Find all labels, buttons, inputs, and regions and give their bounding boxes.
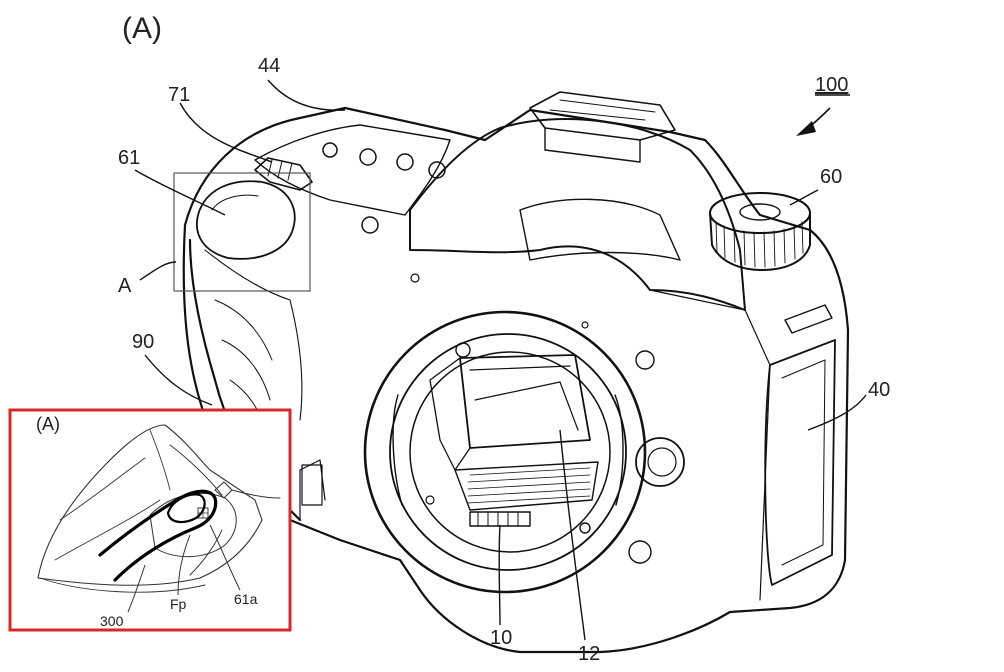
body-screw-1 xyxy=(410,273,420,283)
pentaprism-front-face xyxy=(519,198,681,261)
mount-screw-3 xyxy=(425,495,435,505)
lens-mount-ring xyxy=(389,333,627,571)
leader-61 xyxy=(134,169,226,216)
leader-71 xyxy=(179,102,273,163)
label-40: 40 xyxy=(868,379,890,401)
lens-mount-outer xyxy=(363,310,647,594)
label-90: 90 xyxy=(132,331,154,353)
lens-release-button xyxy=(635,437,685,487)
leader-40 xyxy=(807,394,867,431)
front-lower-button xyxy=(628,540,652,564)
mount-screw-2 xyxy=(579,522,591,534)
inset-title: (A) xyxy=(36,414,60,434)
inset-grip-contour-1 xyxy=(54,499,161,561)
body-screw-2 xyxy=(581,321,589,329)
label-12: 12 xyxy=(578,643,600,665)
hot-shoe-rail xyxy=(549,99,656,121)
inset-grip-outline xyxy=(37,424,263,586)
mode-dial-top xyxy=(709,192,811,234)
label-a: A xyxy=(118,275,132,297)
leader-a xyxy=(139,261,177,281)
front-dial-ridge-2 xyxy=(277,160,283,179)
mode-dial-side xyxy=(709,212,811,271)
inset-label-300: 300 xyxy=(100,613,124,629)
inset-label-61a: 61a xyxy=(234,591,258,607)
mode-dial-knurl xyxy=(715,221,804,268)
leader-90 xyxy=(144,354,213,406)
remote-sensor xyxy=(301,464,323,506)
label-10: 10 xyxy=(490,627,512,649)
grip-inner-contour xyxy=(204,249,303,421)
label-71: 71 xyxy=(168,84,190,106)
reference-number: 100 xyxy=(815,74,848,96)
front-body-panel xyxy=(649,289,771,601)
leader-12 xyxy=(559,429,586,641)
mirror-top-edge xyxy=(469,365,571,371)
inset-lower-contour xyxy=(39,577,206,593)
mirror-box-floor-shade xyxy=(467,467,591,504)
inset-leader-fp xyxy=(177,534,191,596)
label-44: 44 xyxy=(258,55,280,77)
mount-screw-1 xyxy=(455,342,471,358)
grip-texture-1 xyxy=(214,299,273,361)
inset-frame xyxy=(8,408,292,632)
top-deck xyxy=(254,124,451,216)
inset-panel: (A) 300 Fp 61a xyxy=(8,408,292,632)
inset-arrow-leader xyxy=(231,489,281,499)
mount-contacts xyxy=(469,511,531,527)
mirror xyxy=(459,354,591,449)
region-a-box xyxy=(173,172,311,292)
inset-finger xyxy=(98,489,218,582)
inset-leader-61a xyxy=(209,524,241,591)
inset-leader-300 xyxy=(127,564,146,613)
label-61: 61 xyxy=(118,147,140,169)
figure-title: (A) xyxy=(122,12,162,45)
leader-10 xyxy=(498,524,501,626)
lower-front-panel xyxy=(299,459,326,521)
mirror-box-floor xyxy=(454,461,599,511)
top-button-1 xyxy=(322,142,338,158)
inset-grip-contour-2 xyxy=(59,457,146,521)
side-cover-inner xyxy=(781,359,826,566)
depth-of-field-button xyxy=(635,350,655,370)
front-dial xyxy=(254,157,313,191)
leader-44 xyxy=(267,79,346,111)
front-button xyxy=(361,216,379,234)
mirror-box-left-wall xyxy=(429,357,471,471)
side-cover xyxy=(764,339,836,586)
label-60: 60 xyxy=(820,166,842,188)
top-button-3 xyxy=(396,153,414,171)
inset-fingertip xyxy=(166,493,206,524)
inset-lower-contour-2 xyxy=(189,529,223,576)
inset-grip-contour-3 xyxy=(149,429,171,491)
mode-dial-center xyxy=(739,203,781,221)
pentaprism-housing xyxy=(409,118,746,311)
mirror-diagonal xyxy=(474,381,579,431)
mount-bayonet-2 xyxy=(614,394,624,506)
reference-arrowhead xyxy=(796,121,816,136)
top-button-2 xyxy=(359,148,377,166)
grip-texture-2 xyxy=(221,339,271,401)
shutter-button-highlight xyxy=(211,194,259,211)
lens-mount-inner xyxy=(409,351,611,553)
mount-bayonet-1 xyxy=(392,394,403,506)
lens-release-inner xyxy=(647,447,677,477)
inset-label-fp: Fp xyxy=(170,596,187,612)
leader-60 xyxy=(789,189,819,206)
inset-grip-contour-4 xyxy=(169,444,223,496)
strap-lug xyxy=(784,304,833,334)
hot-shoe-base xyxy=(544,127,641,163)
leader-lines xyxy=(134,79,867,641)
shutter-button xyxy=(196,180,296,260)
front-dial-ridge-3 xyxy=(287,162,293,181)
